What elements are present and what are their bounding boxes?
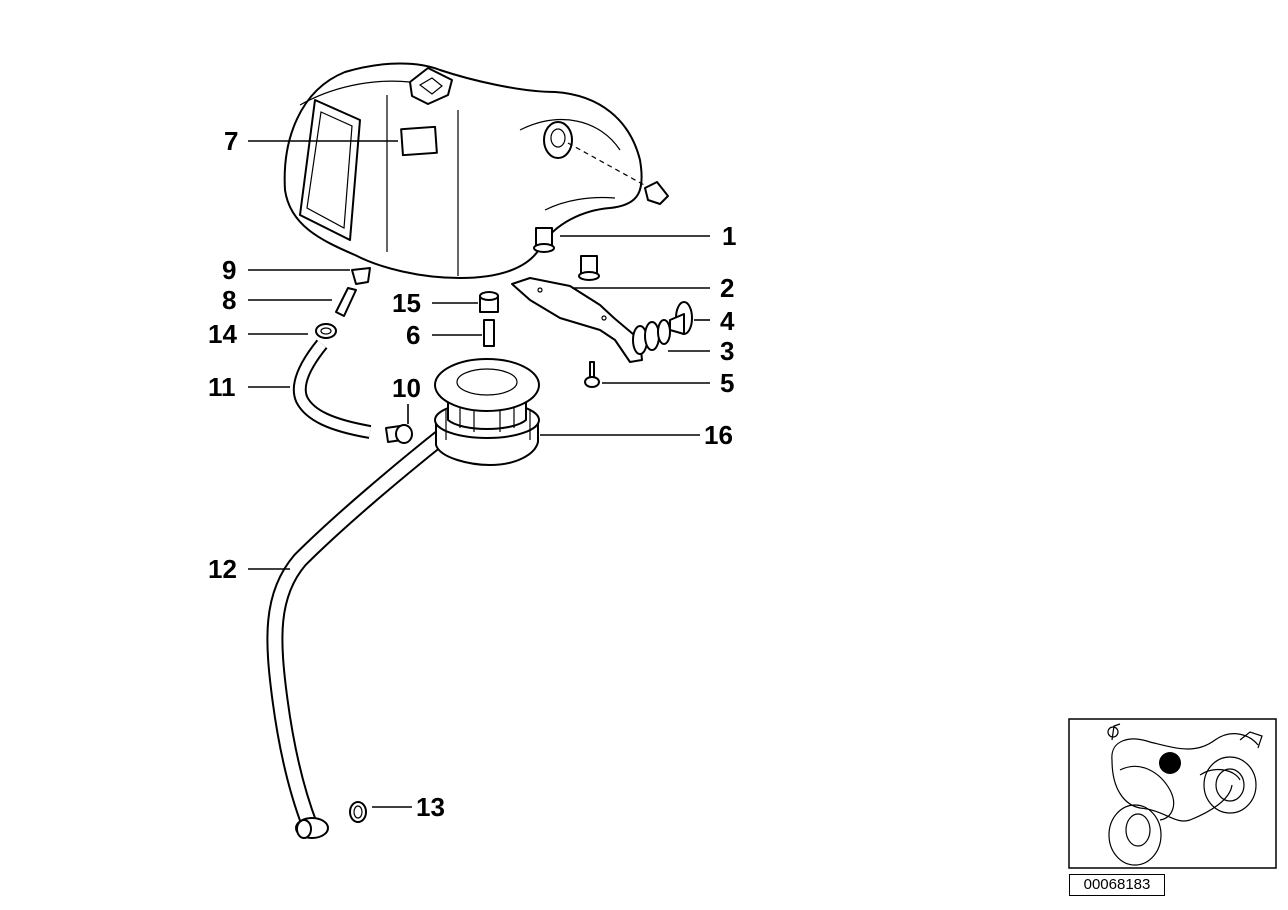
callout-12: 12	[208, 554, 237, 584]
valve-part-8	[335, 287, 357, 317]
clip-part-13	[349, 801, 367, 823]
hose-part-12	[266, 431, 446, 839]
leader-lines	[248, 140, 710, 808]
locator-inset	[1068, 718, 1277, 869]
nipple-part-6	[483, 319, 495, 347]
screw-part-5	[584, 361, 600, 388]
callout-9: 9	[222, 255, 236, 285]
hose-part-11	[292, 339, 372, 439]
rubber-mount-part-4	[669, 301, 693, 335]
callout-8: 8	[222, 285, 236, 315]
diagram-number: 00068183	[1069, 874, 1165, 896]
callout-7: 7	[224, 126, 238, 156]
callout-1: 1	[722, 221, 736, 251]
grommet-part-15	[479, 291, 499, 313]
rubber-grommet-part-1	[533, 181, 669, 281]
callout-11: 11	[208, 372, 236, 402]
callout-6: 6	[406, 320, 420, 350]
locator-dot	[1159, 752, 1181, 774]
hose-clamp-part-14	[315, 323, 337, 339]
callout-16: 16	[704, 420, 733, 450]
washers-part-3	[632, 319, 671, 355]
connector-part-10	[385, 424, 413, 444]
callout-10: 10	[392, 373, 421, 403]
bracket-part-2	[511, 277, 643, 363]
callout-15: 15	[392, 288, 421, 318]
callout-5: 5	[720, 368, 734, 398]
callout-3: 3	[720, 336, 734, 366]
fuel-tank	[283, 62, 643, 279]
callout-2: 2	[720, 273, 734, 303]
callout-14: 14	[208, 319, 237, 349]
callout-13: 13	[416, 792, 445, 822]
callout-4: 4	[720, 306, 735, 336]
plug-part-9	[351, 267, 371, 285]
filler-neck-part-16	[434, 358, 540, 466]
